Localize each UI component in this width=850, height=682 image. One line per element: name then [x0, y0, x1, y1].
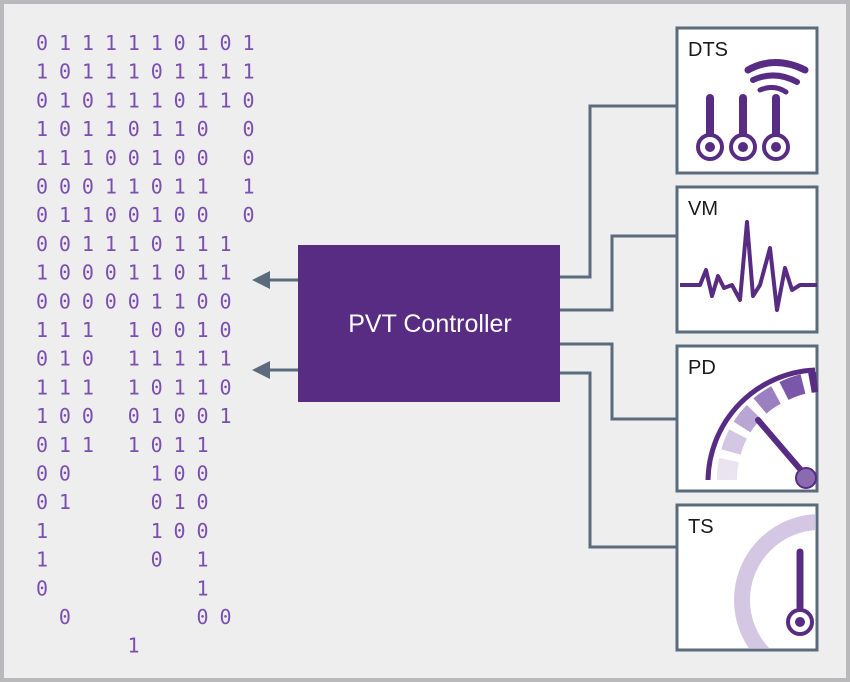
sensor-box-pd: PD	[675, 344, 819, 493]
binary-row: 0 0 0 1 1 0 1 1 1	[36, 175, 255, 199]
binary-row: 1 0 1 1 0 1 1 0 0	[36, 117, 255, 141]
sensor-label-dts: DTS	[688, 39, 728, 61]
voltage-waveform-icon	[680, 220, 817, 312]
sensor-box-ts: TS	[675, 503, 819, 652]
wire-dts	[560, 104, 677, 279]
binary-row: 1 1 0 0	[36, 519, 209, 543]
binary-row: 1	[36, 634, 140, 658]
sensor-box-dts: DTS	[675, 26, 819, 175]
binary-row: 0 1 1 1 1 1 0 1 0 1	[36, 31, 255, 55]
binary-stream: 0 1 1 1 1 1 0 1 0 1 1 0 1 1 1 0 1 1 1 1 0 …	[36, 31, 255, 658]
binary-row: 1 0 1	[36, 548, 209, 572]
binary-row: 0 0 1 1 1 0 1 1 1	[36, 232, 232, 256]
binary-row: 1 1 1 0 0 1 0 0 0	[36, 146, 255, 170]
sensor-label-vm: VM	[688, 198, 718, 220]
binary-row: 0 0 0	[36, 605, 232, 629]
binary-row: 0 0 0 0 0 1 1 0 0	[36, 289, 232, 313]
wire-vm	[560, 234, 677, 312]
controller-label: PVT Controller	[348, 310, 512, 338]
binary-row: 0 1 1 0 0 1 0 0 0	[36, 203, 255, 227]
binary-row: 0 0 1 0 0	[36, 462, 209, 486]
binary-row: 0 1 0 1 1 1 0 1 1 0	[36, 88, 255, 112]
binary-row: 1 0 0 0 1 0 0 1	[36, 404, 232, 428]
connector-wires	[560, 104, 677, 549]
binary-row: 0 1 0 1 0	[36, 490, 209, 514]
sensor-label-ts: TS	[688, 516, 714, 538]
multi-thermometer-wireless-icon	[696, 59, 809, 161]
binary-row: 0 1 1 1 0 1 1	[36, 433, 209, 457]
arrow-head-upper	[252, 271, 270, 289]
arrow-head-lower	[252, 361, 270, 379]
thermometer-dial-icon	[734, 514, 815, 648]
sensor-box-vm: VM	[675, 185, 819, 334]
wire-pd	[560, 342, 677, 421]
wire-ts	[560, 371, 677, 549]
speed-gauge-icon	[705, 367, 819, 489]
binary-row: 0 1 0 1 1 1 1 1	[36, 347, 232, 371]
binary-row: 0 1	[36, 576, 209, 600]
binary-row: 1 1 1 1 0 0 1 0	[36, 318, 232, 342]
binary-row: 1 0 0 0 1 1 0 1 1	[36, 261, 232, 285]
output-arrows	[252, 271, 298, 379]
pvt-controller-box: PVT Controller	[298, 245, 560, 402]
binary-row: 1 1 1 1 0 1 1 0	[36, 375, 232, 399]
diagram-svg: 0 1 1 1 1 1 0 1 0 1 1 0 1 1 1 0 1 1 1 1 0 …	[36, 26, 819, 658]
binary-row: 1 0 1 1 1 0 1 1 1 1	[36, 60, 255, 84]
sensor-label-pd: PD	[688, 357, 716, 379]
